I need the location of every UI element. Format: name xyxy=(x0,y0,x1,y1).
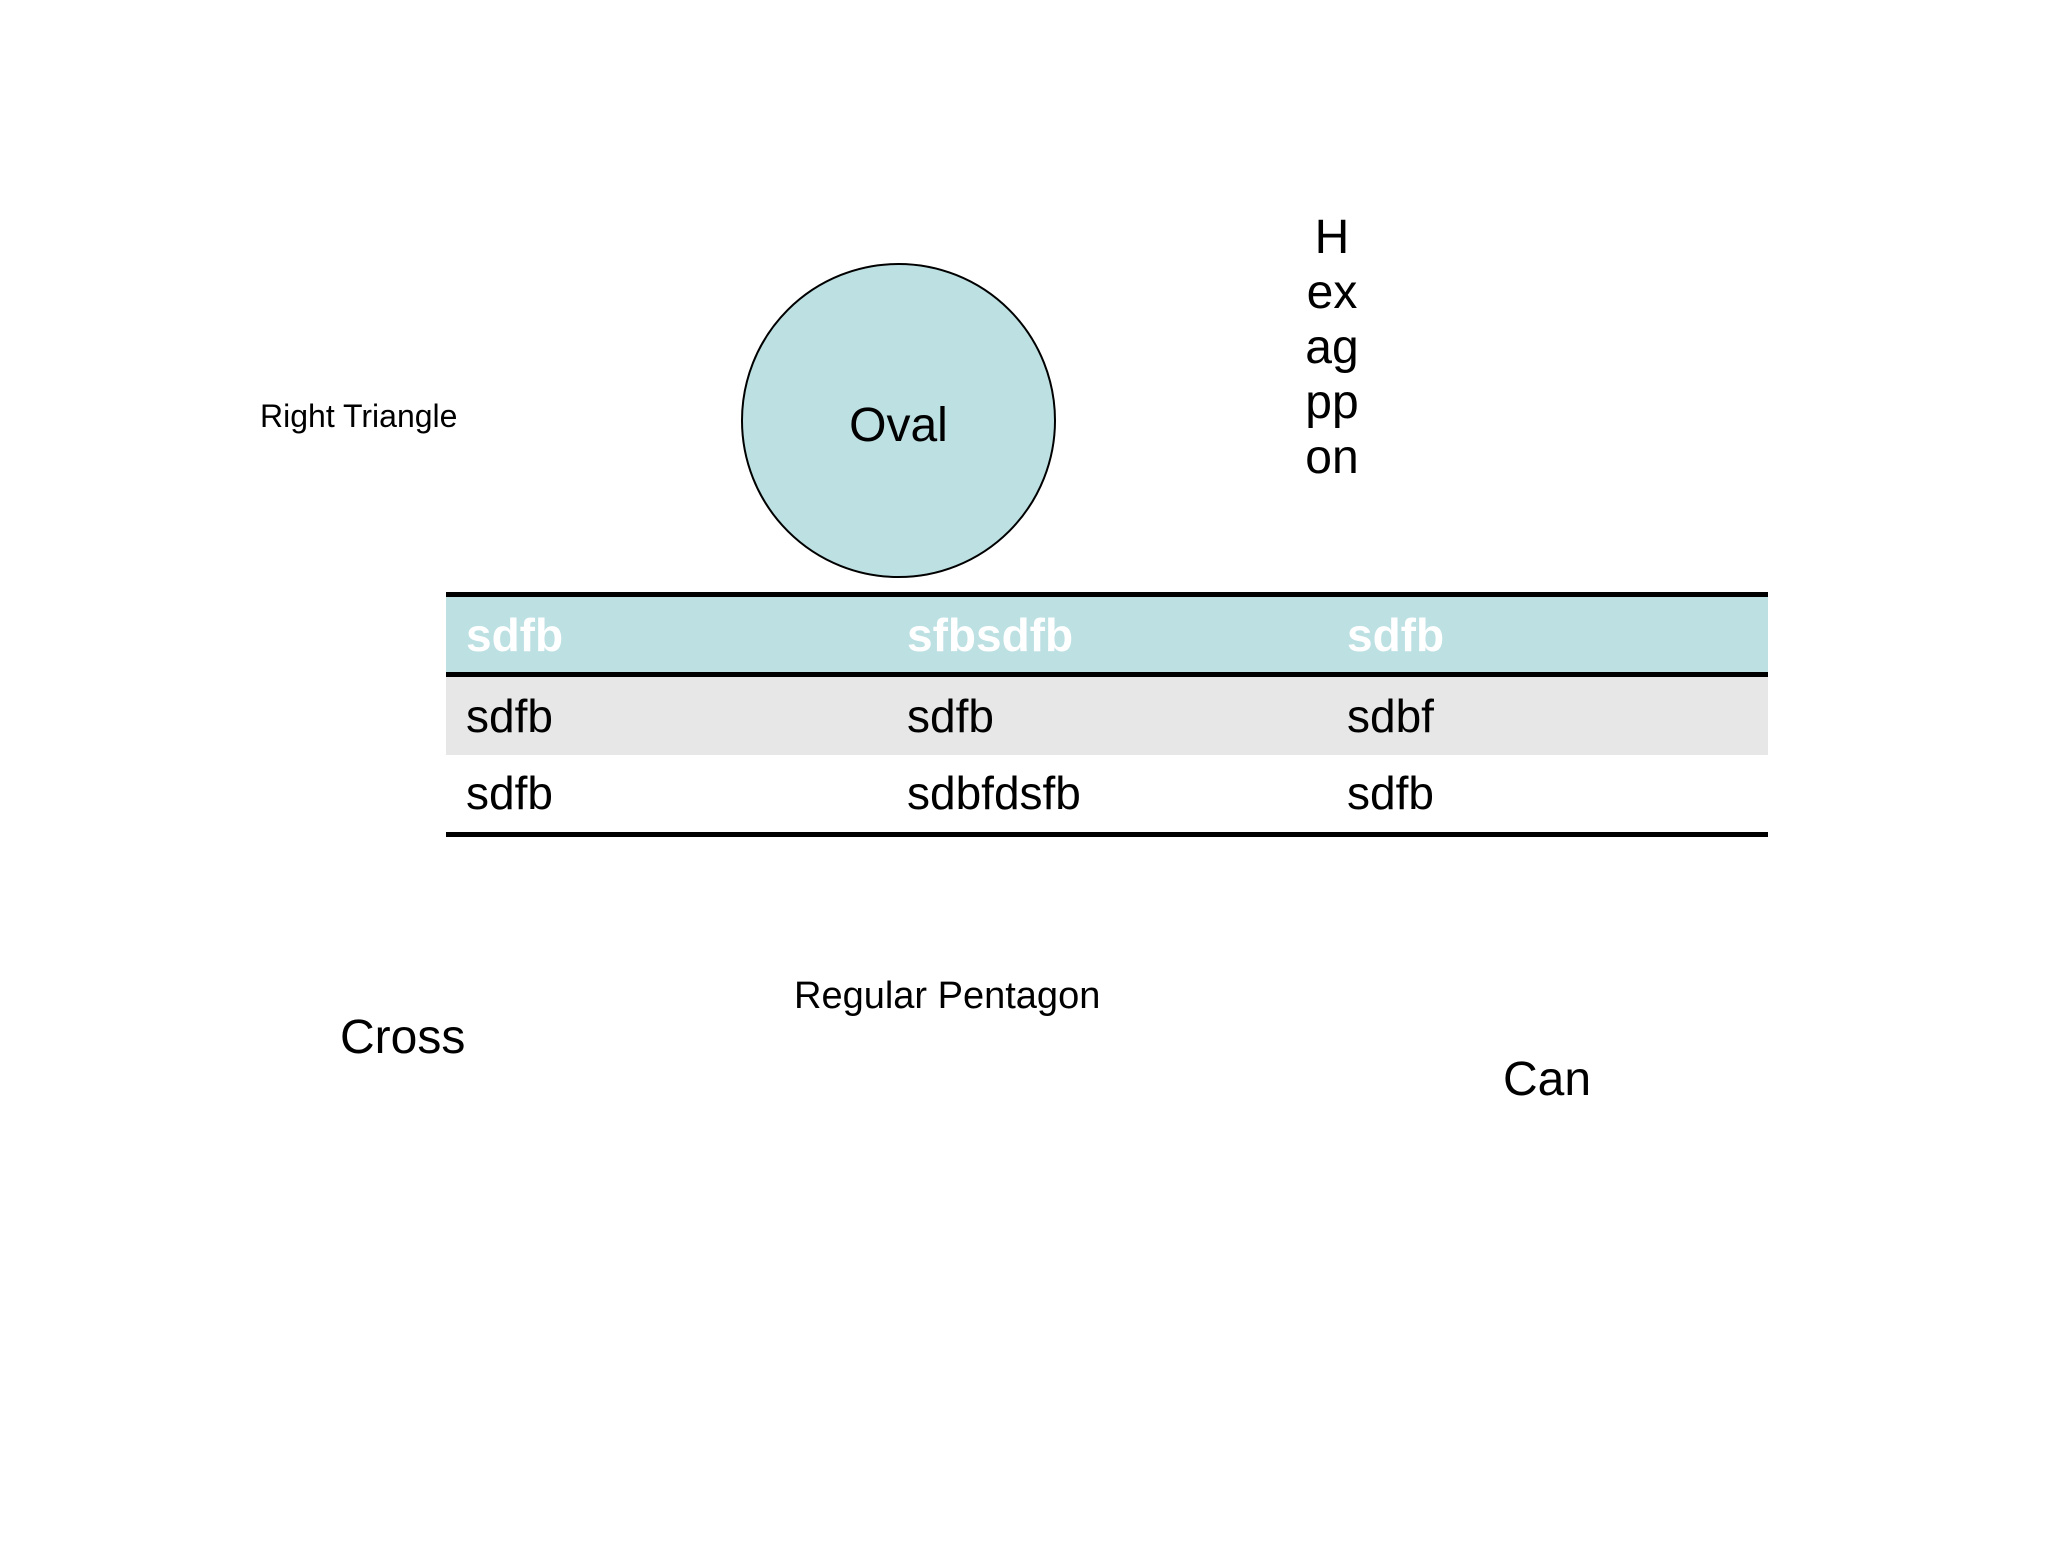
table-cell: sdfb xyxy=(1347,767,1434,820)
hexagon-label-line: pp xyxy=(1305,376,1359,429)
hexagon-label-line: on xyxy=(1305,431,1359,484)
table-row: sdfb sdfb sdbf xyxy=(446,674,1768,755)
hexagon-label-line: ag xyxy=(1305,321,1359,374)
oval-label: Oval xyxy=(849,399,948,452)
table-header-cell: sdfb xyxy=(1347,608,1445,661)
regular-pentagon-label: Regular Pentagon xyxy=(794,975,1101,1017)
oval-shape: Oval xyxy=(741,263,1056,578)
table-cell: sdbfdsfb xyxy=(907,767,1081,820)
table-header-row: sdfb sfbsdfb sdfb xyxy=(446,594,1768,675)
hexagon-label-line: H xyxy=(1314,211,1350,264)
cross-label: Cross xyxy=(340,1011,466,1064)
table-header-cell: sfbsdfb xyxy=(907,608,1074,661)
table-cell: sdfb xyxy=(466,767,553,820)
table-header-cell: sdfb xyxy=(466,608,564,661)
right-triangle-label: Right Triangle xyxy=(260,398,458,434)
hexagon-label: H ex ag pp on xyxy=(1282,210,1382,485)
hexagon-label-line: ex xyxy=(1306,266,1358,319)
can-label: Can xyxy=(1503,1053,1592,1106)
table-cell: sdfb xyxy=(466,689,553,742)
table-cell: sdbf xyxy=(1347,689,1434,742)
table-cell: sdfb xyxy=(907,689,994,742)
data-table: sdfb sfbsdfb sdfb sdfb sdfb sdbf sdfb sd… xyxy=(446,592,1768,837)
table-row: sdfb sdbfdsfb sdfb xyxy=(446,754,1768,835)
